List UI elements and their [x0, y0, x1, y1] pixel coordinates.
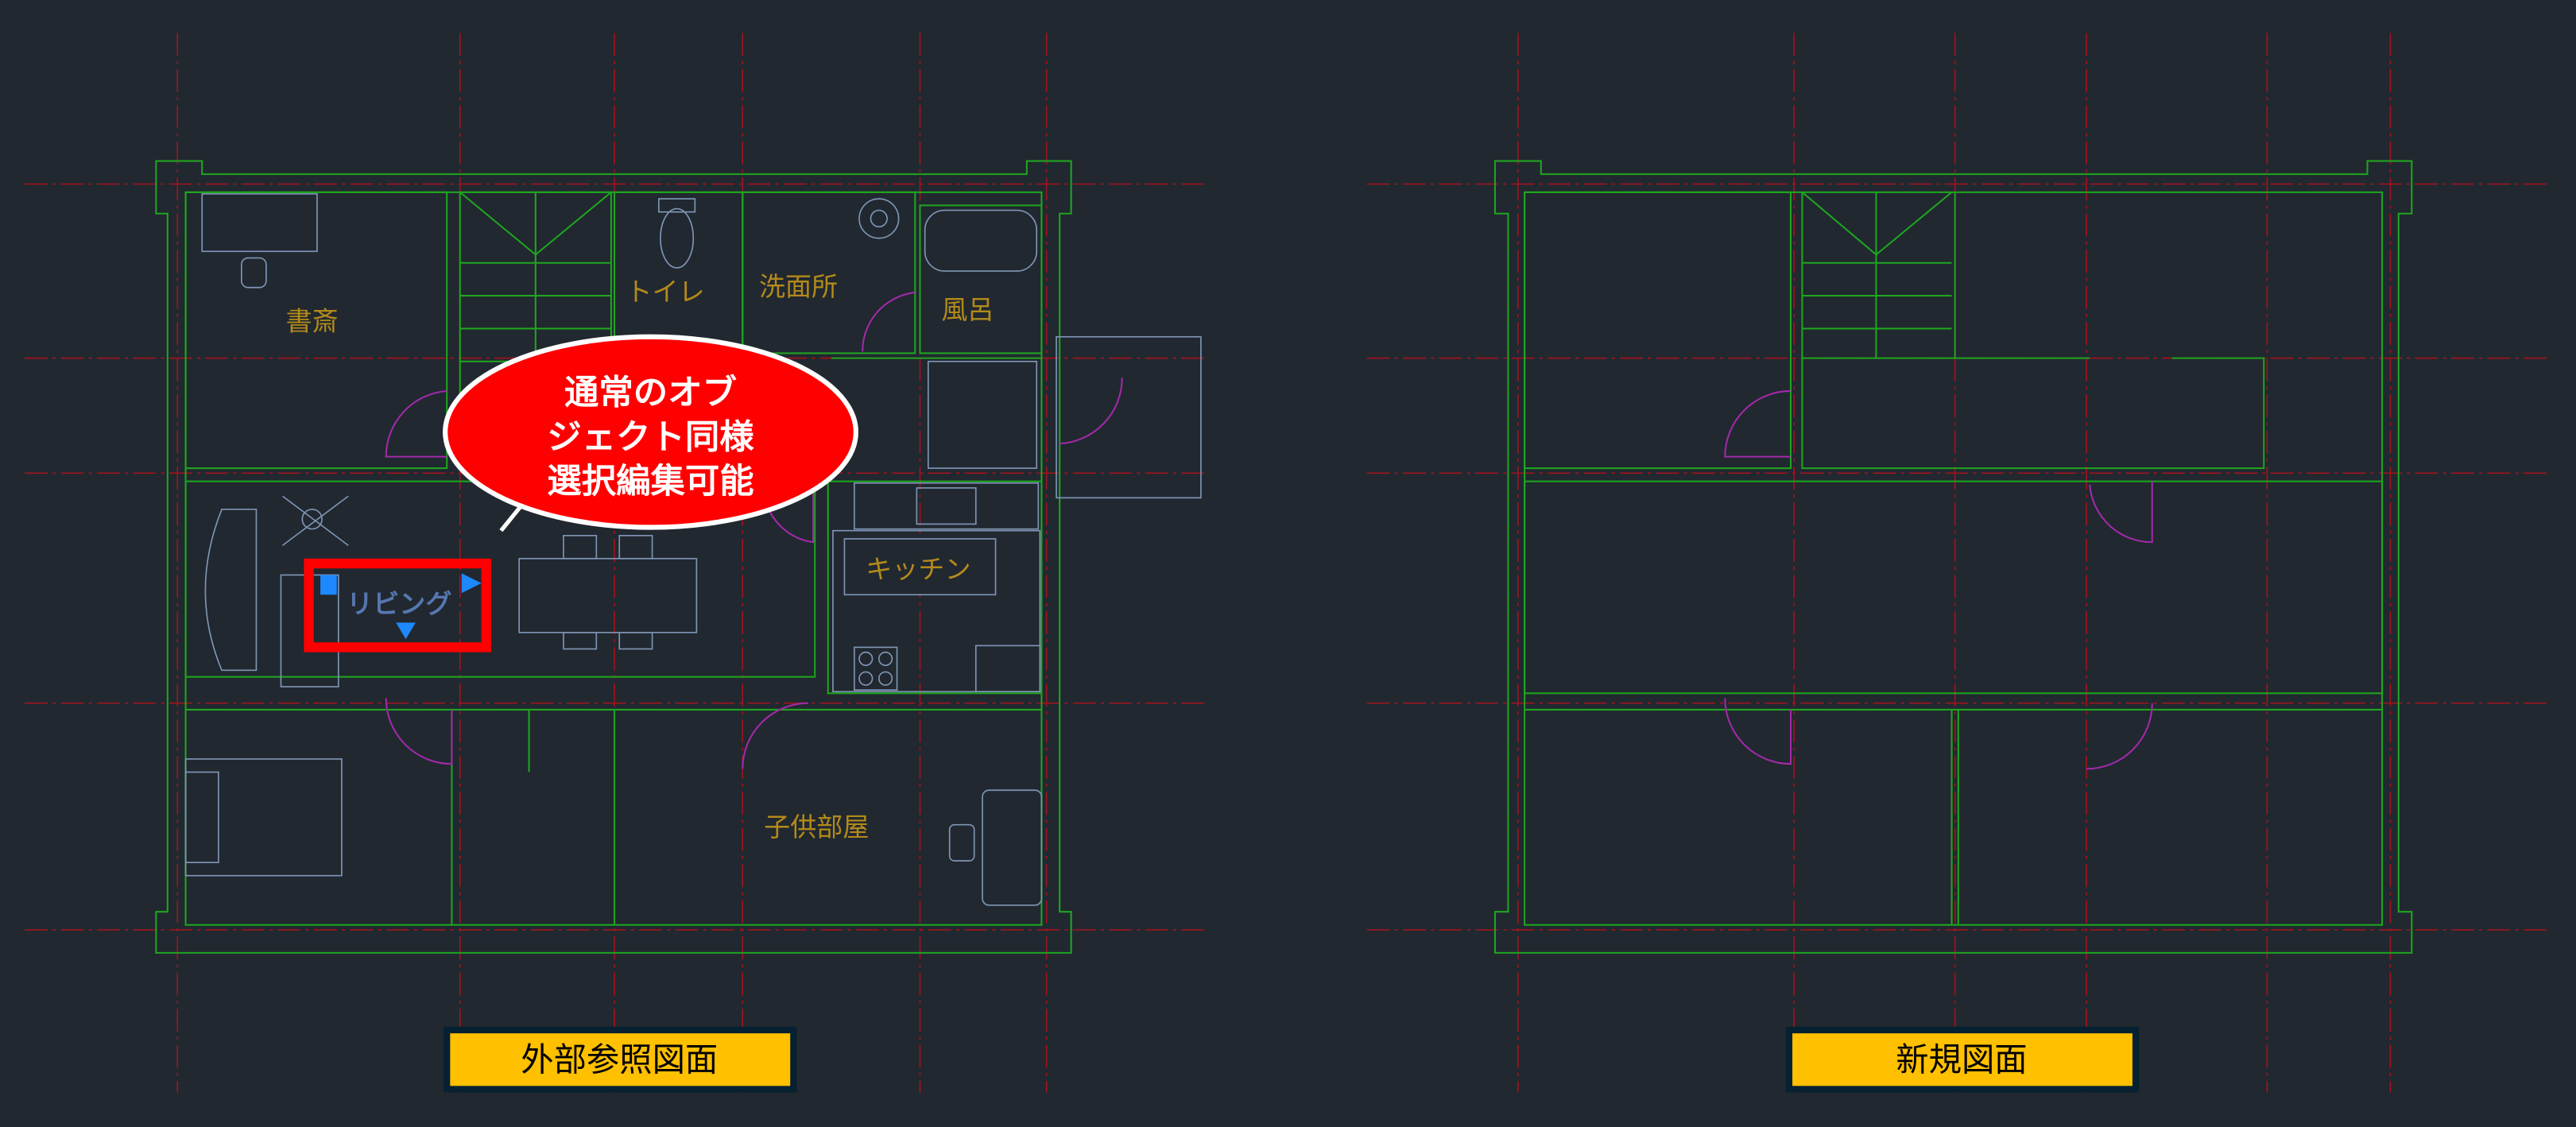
grid-lines [25, 33, 2550, 1093]
room-label-bath: 風呂 [941, 294, 994, 325]
walls [1493, 160, 2413, 954]
selected-living-label[interactable]: リビング [320, 573, 482, 640]
caption-xref: 外部参照図面 [444, 1026, 797, 1093]
room-label-kids-room: 子供部屋 [764, 811, 869, 842]
new-floor-plan[interactable] [1493, 160, 2413, 954]
caption-xref-text: 外部参照図面 [521, 1041, 718, 1079]
room-label-toilet: トイレ [626, 276, 705, 307]
room-label-living[interactable]: リビング [347, 588, 451, 619]
doors [1724, 389, 2153, 770]
caption-new: 新規図面 [1785, 1026, 2140, 1093]
grip-arrow-down-icon[interactable] [396, 622, 416, 640]
caption-new-text: 新規図面 [1896, 1041, 2027, 1079]
callout-line-2: ジェクト同様 [547, 417, 754, 457]
room-label-washroom: 洗面所 [759, 271, 838, 302]
xref-floor-plan[interactable]: 書斎 トイレ 洗面所 風呂 キッチン 子供部屋 リビング 通常のオブ ジェクト同… [155, 160, 1202, 954]
callout-bubble: 通常のオブ ジェクト同様 選択編集可能 [443, 334, 858, 533]
callout-line-3: 選択編集可能 [547, 462, 753, 502]
grip-square-icon[interactable] [320, 575, 337, 595]
grip-arrow-right-icon[interactable] [461, 573, 482, 594]
furniture [184, 193, 1202, 906]
walls [155, 160, 1072, 954]
highlight-box [304, 558, 492, 653]
room-label-kitchen: キッチン [866, 554, 970, 585]
room-label-study: 書斎 [286, 305, 339, 336]
callout-line-1: 通常のオブ [564, 374, 737, 413]
